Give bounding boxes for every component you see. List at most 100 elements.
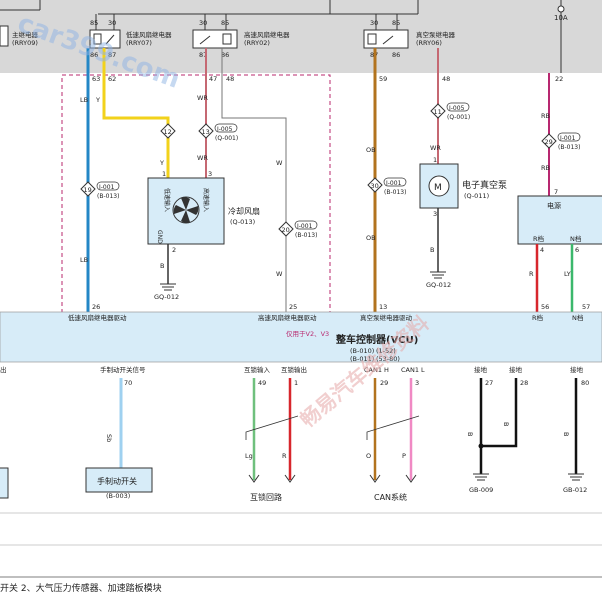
svg-text:接地: 接地 (474, 365, 488, 374)
v2-v3-note: 仅用于V2、V3 (286, 329, 329, 338)
svg-text:7: 7 (554, 188, 558, 196)
svg-text:49: 49 (258, 379, 266, 387)
svg-text:互锁输入: 互锁输入 (244, 365, 271, 374)
low-fan-relay-code: (RRY07) (126, 39, 152, 47)
main-relay: 主继电器 (RRY09) (0, 25, 39, 47)
can-circuit: O P CAN系统 (366, 378, 420, 502)
low-fan-relay: 85 30 86 87 低速风扇继电器 (RRY07) (89, 14, 172, 59)
page-caption: 开关 2、大气压力传感器、加速踏板模块 (0, 582, 162, 594)
svg-text:20: 20 (282, 226, 290, 234)
handbrake-circuit: Sb 手制动开关 (B-003) (85, 378, 153, 500)
svg-text:B: B (502, 422, 510, 426)
vcu-module (0, 311, 602, 363)
svg-text:(Q-001): (Q-001) (447, 114, 470, 121)
svg-text:29: 29 (380, 379, 388, 387)
high-fan-relay-code: (RRY02) (244, 39, 270, 47)
svg-text:WR: WR (197, 154, 208, 162)
svg-text:1: 1 (294, 379, 298, 387)
svg-text:56: 56 (541, 303, 549, 311)
svg-text:85: 85 (392, 19, 400, 27)
low-fan-relay-name: 低速风扇继电器 (126, 30, 172, 39)
svg-text:30: 30 (108, 19, 116, 27)
svg-text:Y: Y (95, 96, 100, 104)
svg-text:85: 85 (221, 19, 229, 27)
svg-text:B: B (160, 262, 164, 270)
svg-text:R档: R档 (532, 313, 543, 322)
svg-text:低速输入: 低速输入 (163, 188, 171, 212)
svg-text:OB: OB (366, 234, 376, 242)
fuse-rating: 10A (554, 14, 568, 22)
svg-text:高速风扇继电器驱动: 高速风扇继电器驱动 (258, 313, 317, 322)
svg-text:6: 6 (575, 246, 579, 254)
vacuum-pump-name: 电子真空泵 (462, 179, 507, 191)
svg-text:1: 1 (433, 156, 437, 164)
left-partial-box (0, 467, 9, 499)
main-relay-code: (RRY09) (12, 39, 38, 47)
interlock-label: 互锁回路 (250, 492, 282, 502)
handbrake-switch-name: 手制动开关 (97, 476, 137, 486)
svg-text:LY: LY (564, 270, 571, 278)
svg-text:57: 57 (582, 303, 590, 311)
ground1-code: GB-009 (469, 486, 493, 494)
svg-text:I-001: I-001 (297, 223, 313, 230)
vacuum-pump: 1 M 电子真空泵 (Q-011) 3 B GQ-012 (419, 156, 507, 289)
svg-text:29: 29 (545, 138, 553, 146)
svg-text:80: 80 (581, 379, 589, 387)
svg-text:B: B (466, 432, 474, 436)
connector-13: 13 I-005 (Q-001) (198, 123, 238, 142)
svg-text:出: 出 (0, 365, 7, 374)
svg-text:2: 2 (172, 246, 176, 254)
svg-text:WR: WR (430, 144, 441, 152)
svg-text:N档: N档 (572, 313, 583, 322)
ground-gb009: B B GB-009 (466, 378, 518, 494)
svg-text:手制动开关信号: 手制动开关信号 (100, 365, 146, 374)
svg-text:W: W (276, 270, 283, 278)
handbrake-switch-code: (B-003) (106, 492, 130, 500)
connector-30: 30 I-001 (B-013) (367, 177, 406, 196)
svg-text:I-001: I-001 (560, 135, 576, 142)
svg-text:(B-013): (B-013) (97, 193, 119, 200)
svg-text:O: O (366, 452, 371, 460)
connector-11: 11 I-005 (Q-001) (430, 102, 470, 121)
svg-text:(B-013): (B-013) (384, 189, 406, 196)
cooling-fan: 1 3 2 低速输入 高速输入 GND 冷却风扇 (Q-013) B GQ-01… (147, 170, 260, 301)
svg-text:低速风扇继电器驱动: 低速风扇继电器驱动 (68, 313, 127, 322)
svg-text:19: 19 (84, 186, 92, 194)
svg-text:70: 70 (124, 379, 132, 387)
svg-text:4: 4 (540, 246, 544, 254)
vcu-bottom-pins: 出 手制动开关信号 70 互锁输入 49 互锁输出 1 CAN1 H 29 CA… (0, 365, 589, 387)
motor-icon: M (434, 183, 442, 193)
svg-text:R: R (529, 270, 534, 278)
svg-text:87: 87 (199, 51, 207, 59)
svg-text:N档: N档 (570, 234, 581, 243)
svg-text:22: 22 (555, 75, 563, 83)
ground2-code: GB-012 (563, 486, 587, 494)
svg-text:RB: RB (541, 112, 550, 120)
svg-text:接地: 接地 (509, 365, 523, 374)
cooling-fan-code: (Q-013) (230, 218, 255, 226)
svg-text:Sb: Sb (105, 434, 113, 442)
svg-text:Y: Y (159, 159, 164, 167)
svg-text:B: B (430, 246, 434, 254)
svg-text:86: 86 (90, 51, 98, 59)
svg-text:B: B (562, 432, 570, 436)
svg-text:(B-011): (B-011) (350, 355, 374, 363)
svg-text:(Q-001): (Q-001) (215, 135, 238, 142)
svg-text:63: 63 (92, 75, 100, 83)
svg-text:3: 3 (208, 170, 212, 178)
svg-text:接地: 接地 (570, 365, 584, 374)
svg-text:互锁输出: 互锁输出 (281, 365, 307, 374)
svg-text:3: 3 (415, 379, 419, 387)
cooling-fan-name: 冷却风扇 (228, 206, 260, 216)
svg-text:13: 13 (379, 303, 387, 311)
vacuum-relay-name: 真空泵继电器 (416, 30, 456, 39)
svg-text:CAN1 H: CAN1 H (364, 366, 389, 374)
svg-text:59: 59 (379, 75, 387, 83)
svg-text:CAN1 L: CAN1 L (401, 366, 425, 374)
svg-text:(1-52): (1-52) (376, 347, 396, 355)
svg-text:28: 28 (520, 379, 528, 387)
vacuum-relay-code: (RRY06) (416, 39, 442, 47)
vacuum-pump-code: (Q-011) (464, 192, 489, 200)
